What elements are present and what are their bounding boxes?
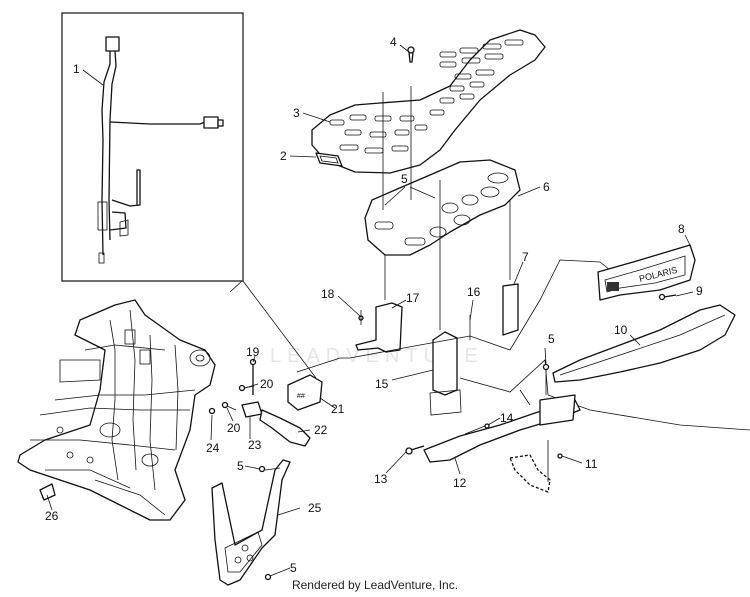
bracket-part-11	[509, 440, 563, 493]
callout-labels: 1 2 3 4 5 6 7 8 9 10 11 12 13 14 15 16 1…	[45, 35, 703, 575]
callout-20-lower: 20	[227, 421, 241, 435]
support-plate-part-6	[364, 86, 521, 330]
screw-part-13	[405, 445, 425, 455]
connector-part-23	[241, 401, 263, 418]
switch-part-21: ##	[287, 374, 323, 411]
callout-12: 12	[453, 476, 467, 490]
callout-10: 10	[614, 323, 628, 337]
screw-part-5-bumper	[542, 363, 550, 395]
callout-25: 25	[308, 501, 322, 515]
callout-17: 17	[406, 291, 420, 305]
grille-part-8: POLARIS	[597, 244, 696, 301]
callout-1: 1	[73, 62, 80, 76]
callout-8: 8	[678, 222, 685, 236]
reflector-part-2	[315, 152, 343, 167]
post-part-15	[429, 315, 471, 416]
callout-7: 7	[522, 250, 529, 264]
callout-26: 26	[45, 509, 59, 523]
callout-5-bumper: 5	[548, 332, 555, 346]
bracket-part-17	[355, 302, 403, 353]
washer-part-24	[208, 407, 216, 415]
callout-14: 14	[500, 411, 514, 425]
screw-part-9	[658, 293, 677, 301]
callout-15: 15	[375, 377, 389, 391]
bumper-part-10	[552, 304, 736, 383]
svg-text:##: ##	[297, 393, 305, 400]
bracket-part-7	[502, 283, 519, 336]
callout-21: 21	[331, 402, 345, 416]
frame-reference-line	[296, 259, 750, 431]
callout-22: 22	[314, 423, 328, 437]
callout-23: 23	[248, 438, 262, 452]
callout-6: 6	[543, 180, 550, 194]
screw-part-4	[407, 46, 415, 63]
callout-20-upper: 20	[260, 377, 274, 391]
callout-4: 4	[390, 35, 397, 49]
rack-part-3	[311, 29, 546, 174]
callout-18: 18	[321, 287, 335, 301]
bracket-part-12	[423, 394, 581, 463]
callout-5-skid-upper: 5	[237, 459, 244, 473]
callout-2: 2	[280, 149, 287, 163]
callout-13: 13	[374, 472, 388, 486]
wiring-harness-inset	[61, 12, 317, 379]
callout-16: 16	[467, 285, 481, 299]
watermark-text: LEADVENTURE	[270, 345, 484, 367]
brace-part-22	[259, 409, 311, 447]
callout-19: 19	[246, 345, 260, 359]
frame-part-26	[17, 299, 216, 521]
callout-5-skid-lower: 5	[290, 561, 297, 575]
callout-11: 11	[585, 457, 598, 471]
callout-9: 9	[696, 284, 703, 298]
footer-credit: Rendered by LeadVenture, Inc.	[291, 578, 459, 592]
callout-3: 3	[293, 106, 300, 120]
bolt-part-19	[249, 358, 257, 395]
callout-24: 24	[206, 441, 220, 455]
watermark: LEADVENTURE	[270, 345, 484, 367]
leader-lines	[46, 44, 694, 577]
skid-plate-part-25	[211, 459, 291, 586]
screw-part-20b	[221, 401, 237, 411]
callout-5-plate: 5	[401, 172, 408, 186]
